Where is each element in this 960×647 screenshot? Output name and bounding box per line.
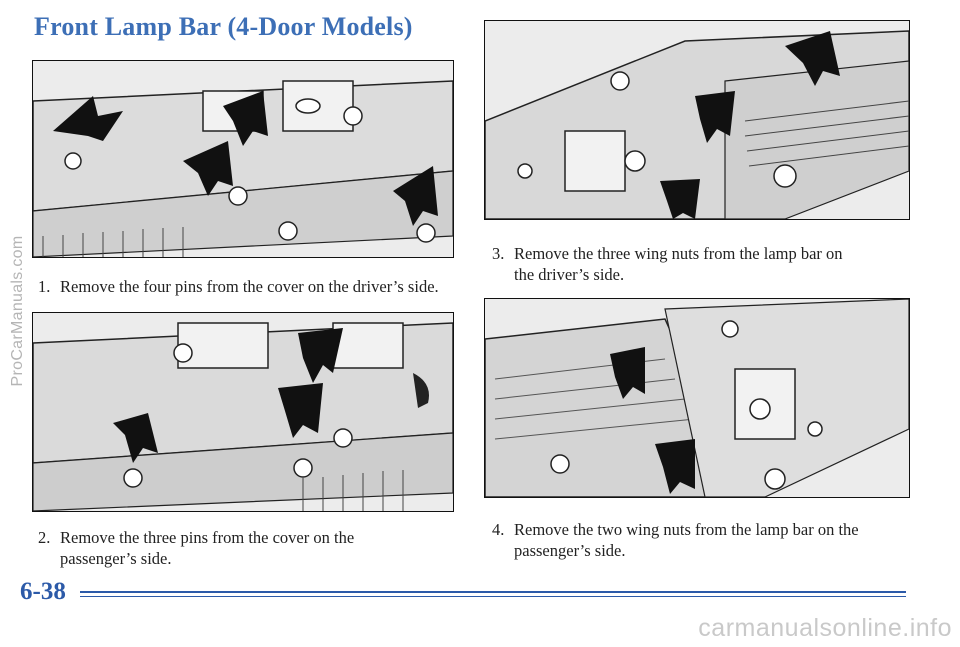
passenger-wing-nuts-diagram bbox=[485, 299, 909, 497]
page-number: 6-38 bbox=[20, 578, 66, 605]
illustration-driver-wing-nuts bbox=[484, 20, 910, 220]
footer-rule-thin bbox=[80, 596, 906, 597]
arrow-icon bbox=[278, 383, 323, 438]
arrow-icon bbox=[53, 96, 123, 141]
step-3-caption: 3. Remove the three wing nuts from the la… bbox=[492, 243, 912, 285]
arrow-icon bbox=[113, 413, 158, 463]
step-text-continued: the driver’s side. bbox=[514, 265, 625, 284]
illustration-passenger-cover-pins bbox=[32, 312, 454, 512]
arrow-icon bbox=[610, 347, 645, 399]
step-1-caption: 1. Remove the four pins from the cover on… bbox=[38, 276, 458, 297]
step-number: 2. bbox=[38, 528, 51, 547]
driver-wing-nuts-diagram bbox=[485, 21, 909, 219]
arrow-icon bbox=[785, 31, 840, 86]
step-text: Remove the three wing nuts from the lamp… bbox=[514, 244, 843, 263]
step-text-continued: passenger’s side. bbox=[60, 549, 172, 568]
footer-rule bbox=[80, 591, 906, 593]
arrow-icon bbox=[183, 141, 233, 196]
driver-cover-diagram bbox=[33, 61, 453, 257]
arrow-icon bbox=[223, 91, 268, 146]
arrow-icon bbox=[695, 91, 735, 143]
illustration-passenger-wing-nuts bbox=[484, 298, 910, 498]
step-number: 1. bbox=[38, 277, 51, 296]
side-watermark: ProCarManuals.com bbox=[9, 235, 26, 387]
step-text: Remove the two wing nuts from the lamp b… bbox=[514, 520, 859, 539]
step-text: Remove the four pins from the cover on t… bbox=[60, 277, 439, 296]
step-number: 4. bbox=[492, 520, 505, 539]
arrow-icon bbox=[655, 439, 695, 494]
step-text: Remove the three pins from the cover on … bbox=[60, 528, 355, 547]
illustration-driver-cover-pins bbox=[32, 60, 454, 258]
passenger-cover-diagram bbox=[33, 313, 453, 511]
arrow-icon bbox=[298, 328, 343, 383]
page-title: Front Lamp Bar (4-Door Models) bbox=[34, 12, 413, 41]
step-number: 3. bbox=[492, 244, 505, 263]
arrow-icon bbox=[393, 166, 438, 226]
step-2-caption: 2. Remove the three pins from the cover o… bbox=[38, 527, 458, 569]
bottom-watermark: carmanualsonline.info bbox=[698, 614, 952, 642]
step-4-caption: 4. Remove the two wing nuts from the lamp… bbox=[492, 519, 912, 561]
step-text-continued: passenger’s side. bbox=[514, 541, 626, 560]
arrow-icon bbox=[660, 179, 700, 219]
